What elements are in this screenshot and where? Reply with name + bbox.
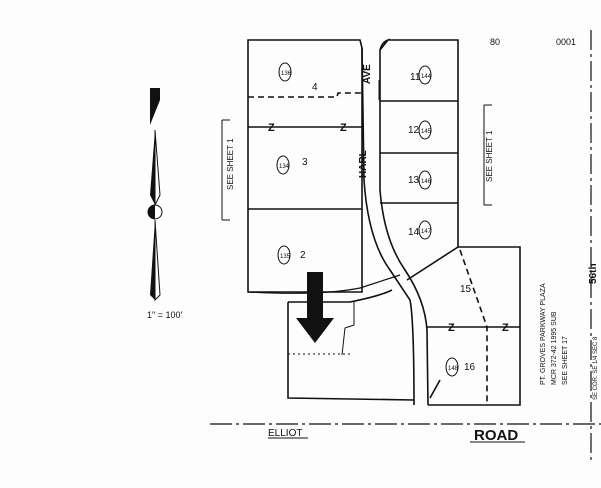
parcel-number: 136: [281, 71, 292, 77]
z-marks: Z Z Z Z: [268, 122, 509, 334]
parcel-circle: [418, 120, 432, 140]
lot-number: 11: [410, 72, 421, 83]
south-parcel-inner-line: [341, 302, 355, 356]
right-block-boundary: [388, 39, 459, 247]
lot-number: 14: [408, 227, 420, 238]
street-label-elliot: ELLIOT: [268, 428, 302, 439]
z-mark: Z: [502, 322, 509, 334]
parcel-circle: [418, 170, 432, 190]
road-edge-east: [379, 38, 429, 406]
road-edge: [247, 274, 401, 294]
see-sheet-bracket-right: [483, 104, 492, 206]
parcel-number: 147: [421, 229, 432, 235]
south-parcel-boundary: [287, 289, 415, 401]
z-mark: Z: [448, 322, 455, 334]
parcel-number: 135: [280, 254, 291, 260]
top-mark-1: 80: [490, 37, 500, 47]
lot-number: 12: [408, 125, 420, 136]
lot-15-16-boundary: [428, 246, 521, 406]
z-mark: Z: [268, 122, 275, 134]
plat-note-line-3: SEE SHEET 17: [562, 336, 569, 385]
scale-label: 1" = 100': [147, 310, 182, 320]
north-n-glyph: [150, 88, 160, 125]
lot-number: 16: [464, 362, 476, 373]
street-label-road: ROAD: [474, 427, 518, 444]
north-arrow: [147, 88, 163, 302]
corner-note: SE COR. SE 1/4 SEC 8: [593, 336, 599, 400]
parcel-circle: [445, 357, 459, 377]
plat-note-line-1: PT. GROVES PARKWAY PLAZA: [540, 283, 547, 385]
see-sheet-right: SEE SHEET 1: [485, 130, 494, 182]
parcel-number: 145: [421, 129, 432, 135]
street-label-56th: 56th: [588, 263, 599, 284]
parcel-circle: [278, 62, 292, 82]
parcel-number: 148: [448, 366, 459, 372]
street-label-ave: AVE: [362, 64, 373, 84]
lot-number: 15: [460, 284, 472, 295]
top-mark-2: 0001: [556, 37, 576, 47]
dashed-line: [459, 249, 488, 405]
lot-number: 2: [300, 250, 306, 261]
see-sheet-bracket-left: [221, 119, 230, 221]
parcel-number: 134: [279, 164, 290, 170]
see-sheet-left: SEE SHEET 1: [226, 138, 235, 190]
street-label-harl: HARL: [358, 150, 369, 178]
parcel-number: 144: [421, 74, 432, 80]
parcel-circle: [418, 65, 432, 85]
location-arrow: [296, 272, 334, 343]
parcel-circle: [276, 155, 290, 175]
lot-line-dashed: [248, 92, 362, 98]
parcel-number: 146: [421, 179, 432, 185]
z-mark: Z: [340, 122, 347, 134]
plat-note-line-2: MCR 372-42 1995 SUB: [551, 311, 558, 385]
road-edge-west: [361, 47, 415, 406]
parcel-circle: [418, 220, 432, 240]
parcel-circle: [277, 245, 291, 265]
lot-number: 3: [302, 157, 308, 168]
lot-line: [429, 379, 441, 399]
lot-labels: 4 136 3 134 2 135 11 144 12 145 13 146 1…: [276, 62, 476, 377]
lot-number: 4: [312, 82, 318, 93]
lot-number: 13: [408, 175, 420, 186]
lot-line: [406, 246, 459, 281]
